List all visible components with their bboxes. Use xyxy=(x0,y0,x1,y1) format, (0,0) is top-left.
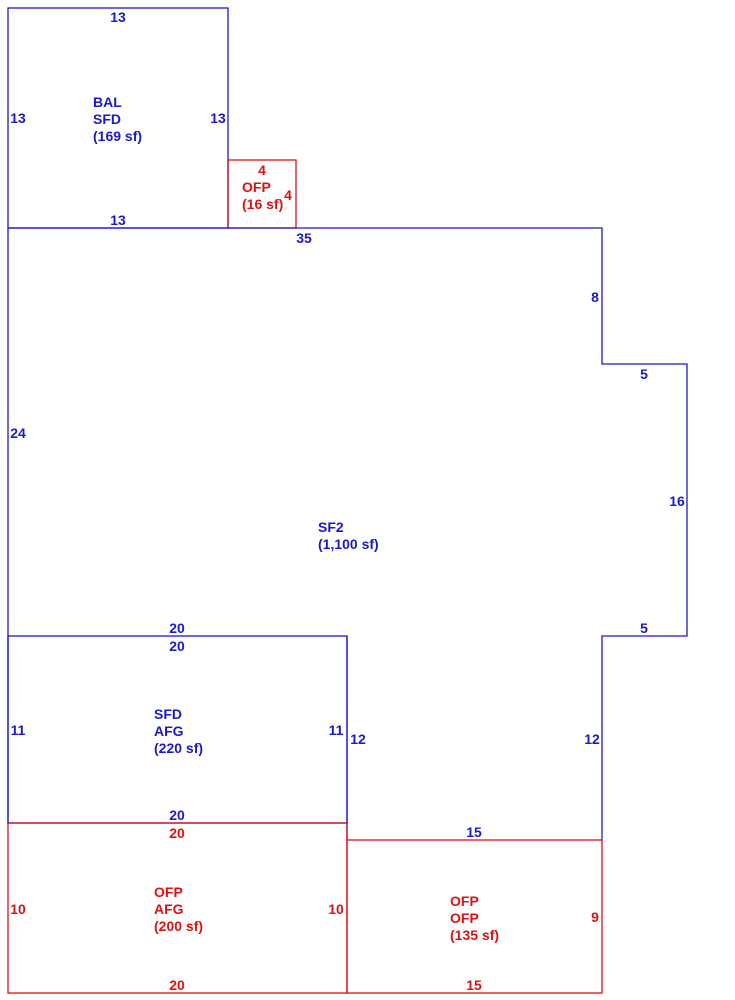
dim-ofp-small-top: 4 xyxy=(258,162,266,178)
sfd-afg-label-line: (220 sf) xyxy=(154,740,203,756)
dim-ofp-afg-right: 10 xyxy=(328,901,344,917)
dim-ofp-ofp-bottom: 15 xyxy=(466,977,482,993)
dim-bal-bottom: 13 xyxy=(110,212,126,228)
bal-label-line: BAL xyxy=(93,94,122,110)
sf2-label: SF2 (1,100 sf) xyxy=(318,519,379,552)
ofp-afg-label: OFP AFG (200 sf) xyxy=(154,884,203,934)
dim-sfd-bottom: 20 xyxy=(169,807,185,823)
ofp-ofp-outline xyxy=(346,839,603,994)
bal-label-line: (169 sf) xyxy=(93,128,142,144)
dim-sf2-step-bottom: 5 xyxy=(640,620,648,636)
dim-sf2-inner: 12 xyxy=(350,731,366,747)
dim-ofp-ofp-right: 9 xyxy=(591,909,599,925)
ofp-small-label-line: OFP xyxy=(242,179,271,195)
sfd-afg-label-line: SFD xyxy=(154,706,182,722)
dim-ofp-afg-left: 10 xyxy=(10,901,26,917)
dim-ofp-ofp-top: 15 xyxy=(466,824,482,840)
dim-sfd-left: 11 xyxy=(11,722,26,738)
bal-label-line: SFD xyxy=(93,111,121,127)
ofp-ofp-label-line: (135 sf) xyxy=(450,927,499,943)
dim-sf2-top: 35 xyxy=(296,230,312,246)
ofp-afg-label-line: (200 sf) xyxy=(154,918,203,934)
dim-bal-top: 13 xyxy=(110,9,126,25)
area-labels: BAL SFD (169 sf) OFP (16 sf) SF2 (1,100 … xyxy=(93,94,499,943)
ofp-ofp-label-line: OFP xyxy=(450,893,479,909)
ofp-ofp-label-line: OFP xyxy=(450,910,479,926)
dim-bal-right: 13 xyxy=(210,110,226,126)
sfd-afg-label: SFD AFG (220 sf) xyxy=(154,706,203,756)
bal-label: BAL SFD (169 sf) xyxy=(93,94,142,144)
dim-sfd-right: 11 xyxy=(329,722,344,738)
dim-ofp-afg-bottom: 20 xyxy=(169,977,185,993)
dim-bal-left: 13 xyxy=(10,110,26,126)
ofp-afg-label-line: OFP xyxy=(154,884,183,900)
dim-sf2-right-mid: 16 xyxy=(669,493,685,509)
area-outlines xyxy=(7,7,688,994)
ofp-small-label: OFP (16 sf) xyxy=(242,179,283,212)
dim-ofp-afg-top: 20 xyxy=(169,825,185,841)
ofp-afg-label-line: AFG xyxy=(154,901,184,917)
dim-sf2-right-lower: 12 xyxy=(584,731,600,747)
dim-sf2-right-upper: 8 xyxy=(591,289,599,305)
sf2-label-line: SF2 xyxy=(318,519,344,535)
dim-sf2-left: 24 xyxy=(10,425,26,441)
dim-ofp-small-right: 4 xyxy=(284,187,292,203)
ofp-small-label-line: (16 sf) xyxy=(242,196,283,212)
sf2-outline xyxy=(8,227,688,840)
sfd-afg-label-line: AFG xyxy=(154,723,184,739)
sf2-label-line: (1,100 sf) xyxy=(318,536,379,552)
dim-sfd-top: 20 xyxy=(169,638,185,654)
dim-sf2-shared-top: 20 xyxy=(169,620,185,636)
dimension-labels: 13 13 13 13 4 4 35 8 5 16 5 24 12 12 20 … xyxy=(10,9,685,993)
ofp-ofp-label: OFP OFP (135 sf) xyxy=(450,893,499,943)
dim-sf2-step-top: 5 xyxy=(640,366,648,382)
